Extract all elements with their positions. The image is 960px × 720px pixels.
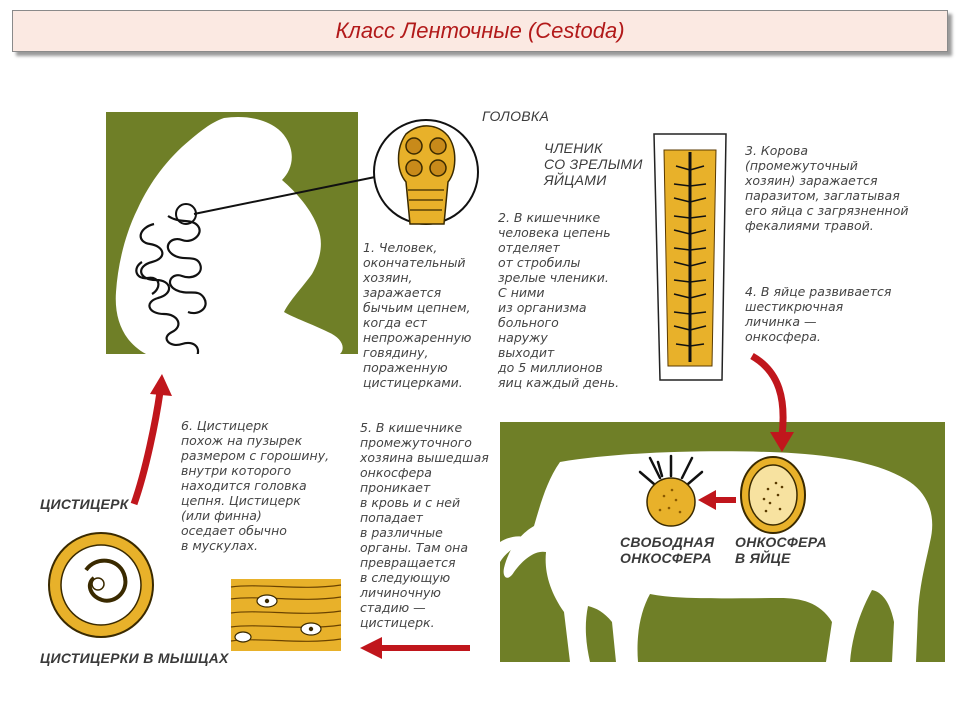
page-title: Класс Ленточные (Cestoda) xyxy=(335,18,625,43)
egg-oncosphere-illustration xyxy=(740,456,806,534)
muscle-cysticerci-illustration xyxy=(230,579,342,651)
caption-step-4: 4. В яйце развивается шестикрючная личин… xyxy=(745,284,892,344)
cow-silhouette xyxy=(500,451,933,662)
arrow-to-human xyxy=(130,391,164,506)
segment-label: ЧЛЕНИК СО ЗРЕЛЫМИ ЯЙЦАМИ xyxy=(544,140,643,188)
free-oncosphere-label: СВОБОДНАЯ ОНКОСФЕРА xyxy=(620,534,715,566)
title-bar: Класс Ленточные (Cestoda) xyxy=(12,10,948,52)
cow-host-panel xyxy=(500,422,945,662)
arrow-to-human-head xyxy=(150,374,172,396)
caption-step-1: 1. Человек, окончательный хозяин, заража… xyxy=(363,240,472,390)
caption-step-6: 6. Цистицерк похож на пузырек размером с… xyxy=(181,418,330,553)
cysticercus-label: ЦИСТИЦЕРК xyxy=(40,496,129,512)
free-oncosphere-illustration xyxy=(638,454,704,527)
egg-oncosphere-label: ОНКОСФЕРА В ЯЙЦЕ xyxy=(735,534,827,566)
proglottid-illustration xyxy=(653,133,727,381)
arrow-to-muscle-head xyxy=(360,637,382,659)
head-label: ГОЛОВКА xyxy=(482,108,550,124)
scolex-illustration xyxy=(373,119,479,225)
human-silhouette xyxy=(115,116,343,354)
caption-step-5: 5. В кишечнике промежуточного хозяина вы… xyxy=(360,420,489,630)
human-host-panel xyxy=(106,112,358,354)
cysticerci-muscle-label: ЦИСТИЦЕРКИ В МЫШЦАХ xyxy=(40,650,229,666)
caption-step-3: 3. Корова (промежуточный хозяин) заражае… xyxy=(745,143,909,233)
cysticercus-illustration xyxy=(48,532,154,638)
caption-step-2: 2. В кишечнике человека цепень отделяет … xyxy=(498,210,620,390)
